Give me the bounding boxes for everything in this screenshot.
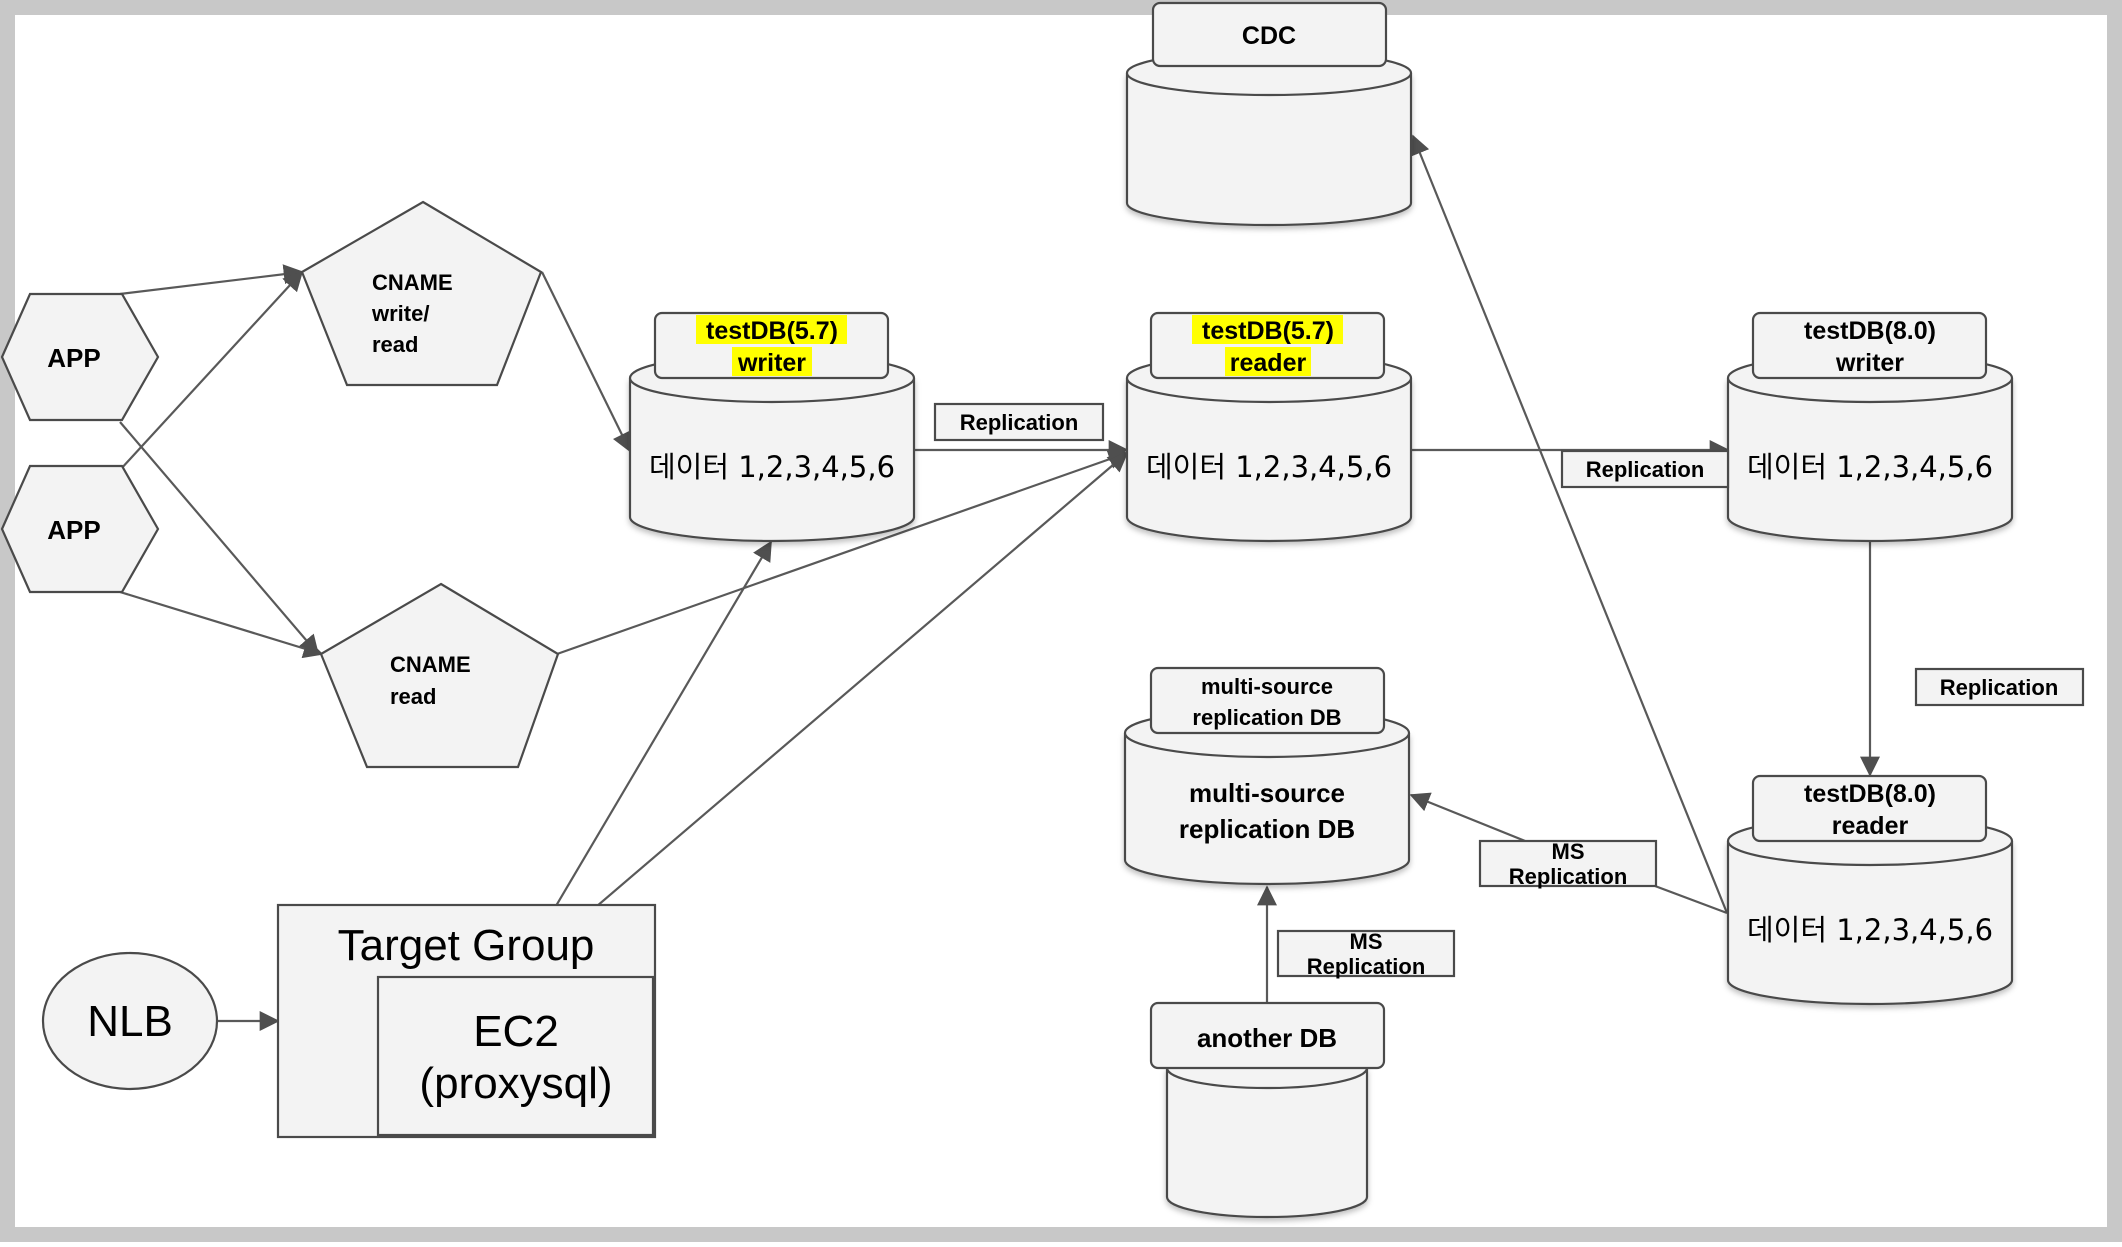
edge-label-text: Replication [960,410,1079,435]
cylinder-body [628,378,916,543]
edge-app1-cname-write [119,264,304,296]
ec2-box [376,975,655,1137]
db-title-box [1149,666,1386,735]
title-highlight [696,315,847,344]
db-title-line-2: replication DB [1192,705,1341,730]
cname-write-node[interactable]: CNAME write/ read [300,200,543,387]
nlb-label: NLB [87,997,173,1046]
edge-label-replication-57: Replication [933,402,1105,442]
target-group-label: Target Group [338,921,595,970]
cylinder-body [1125,73,1413,227]
db-title-line-1: multi-source [1201,674,1333,699]
db-body-line-1: multi-source [1189,778,1345,808]
edge-label-box [1914,667,2085,707]
db-data-text: 데이터 1,2,3,4,5,6 [1747,913,1993,947]
app-hexagon [0,292,160,422]
ec2-line-2: (proxysql) [419,1059,612,1108]
cname-line-1: CNAME [390,652,471,677]
db-title-line-1: testDB(8.0) [1804,317,1936,345]
cname-pentagon [319,582,560,769]
cname-line-2: read [390,684,436,709]
edge-cname-read-db57-reader [556,449,1129,656]
db-data-text: 데이터 1,2,3,4,5,6 [649,450,895,484]
nlb-ellipse [41,951,219,1091]
edge-label-line-1: MS [1552,839,1585,864]
app-node-2[interactable]: APP [0,464,160,594]
db57-reader-node[interactable]: testDB(5.7) reader 데이터 1,2,3,4,5,6 [1125,311,1413,543]
edge-label-box [1560,449,1730,489]
edge-cname-write-db57-writer [541,271,631,453]
cylinder-body [1726,378,2014,543]
db-title-box [1149,1001,1386,1070]
app-node-1[interactable]: APP [0,292,160,422]
db-title-line-2: writer [1835,349,1904,377]
nlb-node[interactable]: NLB [41,951,219,1091]
cname-read-node[interactable]: CNAME read [319,582,560,769]
edge-label-line-1: MS [1350,929,1383,954]
another-db-title: another DB [1197,1023,1337,1053]
cylinder-body [1165,1068,1369,1219]
db-title-line-1: testDB(8.0) [1804,780,1936,808]
ec2-node[interactable]: EC2 (proxysql) [376,975,655,1137]
db-title-line-2: reader [1832,812,1909,840]
title-highlight [1192,315,1343,344]
db80-writer-node[interactable]: testDB(8.0) writer 데이터 1,2,3,4,5,6 [1726,311,2014,543]
edge-label-replication-80: Replication [1914,667,2085,707]
edge-label-line-2: Replication [1307,954,1426,979]
db-title-line-2: reader [1230,349,1307,377]
edge-ec2-db57-reader [513,451,1129,978]
app-hexagon [0,464,160,594]
app-label: APP [47,515,100,545]
edge-label-line-2: Replication [1509,864,1628,889]
edge-db80-reader-cdc [1410,134,1729,914]
db80-reader-node[interactable]: testDB(8.0) reader 데이터 1,2,3,4,5,6 [1726,774,2014,1006]
edge-label-text: Replication [1940,675,2059,700]
edge-label-box [1478,839,1658,888]
edge-app1-cname-read [119,421,320,656]
db-title-line-1: testDB(5.7) [706,317,838,345]
title-highlight [732,347,812,376]
cdc-title: CDC [1242,22,1296,50]
edge-label-replication-57-80: Replication [1560,449,1730,489]
db-data-text: 데이터 1,2,3,4,5,6 [1747,450,1993,484]
db-title-line-1: testDB(5.7) [1202,317,1334,345]
edge-app2-cname-read [119,590,324,659]
ms-replication-db-node[interactable]: multi-source replication DB multi-source… [1123,666,1411,886]
cylinder-body [1123,733,1411,886]
cylinder-body [1726,841,2014,1006]
db-title-line-2: writer [737,349,806,377]
db-body-line-2: replication DB [1179,814,1355,844]
title-highlight [1225,347,1311,376]
db-title-box [1751,774,1988,843]
ec2-line-1: EC2 [473,1007,559,1056]
db-data-text: 데이터 1,2,3,4,5,6 [1146,450,1392,484]
cname-pentagon [300,200,543,387]
edge-label-ms-replication-another: MS Replication [1276,929,1456,979]
edge-label-ms-replication-80: MS Replication [1478,839,1658,889]
cylinder-body [1125,378,1413,543]
edge-label-box [933,402,1105,442]
another-db-node[interactable]: another DB [1149,1001,1386,1219]
edges [119,134,1880,1031]
db-title-box [1751,311,1988,380]
edge-label-text: Replication [1586,457,1705,482]
cdc-title-box [1151,1,1388,68]
app-label: APP [47,343,100,373]
cname-line-3: read [372,332,418,357]
edge-label-box [1276,929,1456,978]
cname-line-2: write/ [371,301,429,326]
db57-writer-node[interactable]: testDB(5.7) writer 데이터 1,2,3,4,5,6 [628,311,916,543]
cdc-db-node[interactable]: CDC [1125,1,1413,227]
edge-app2-cname-write [119,270,304,471]
cname-line-1: CNAME [372,270,453,295]
